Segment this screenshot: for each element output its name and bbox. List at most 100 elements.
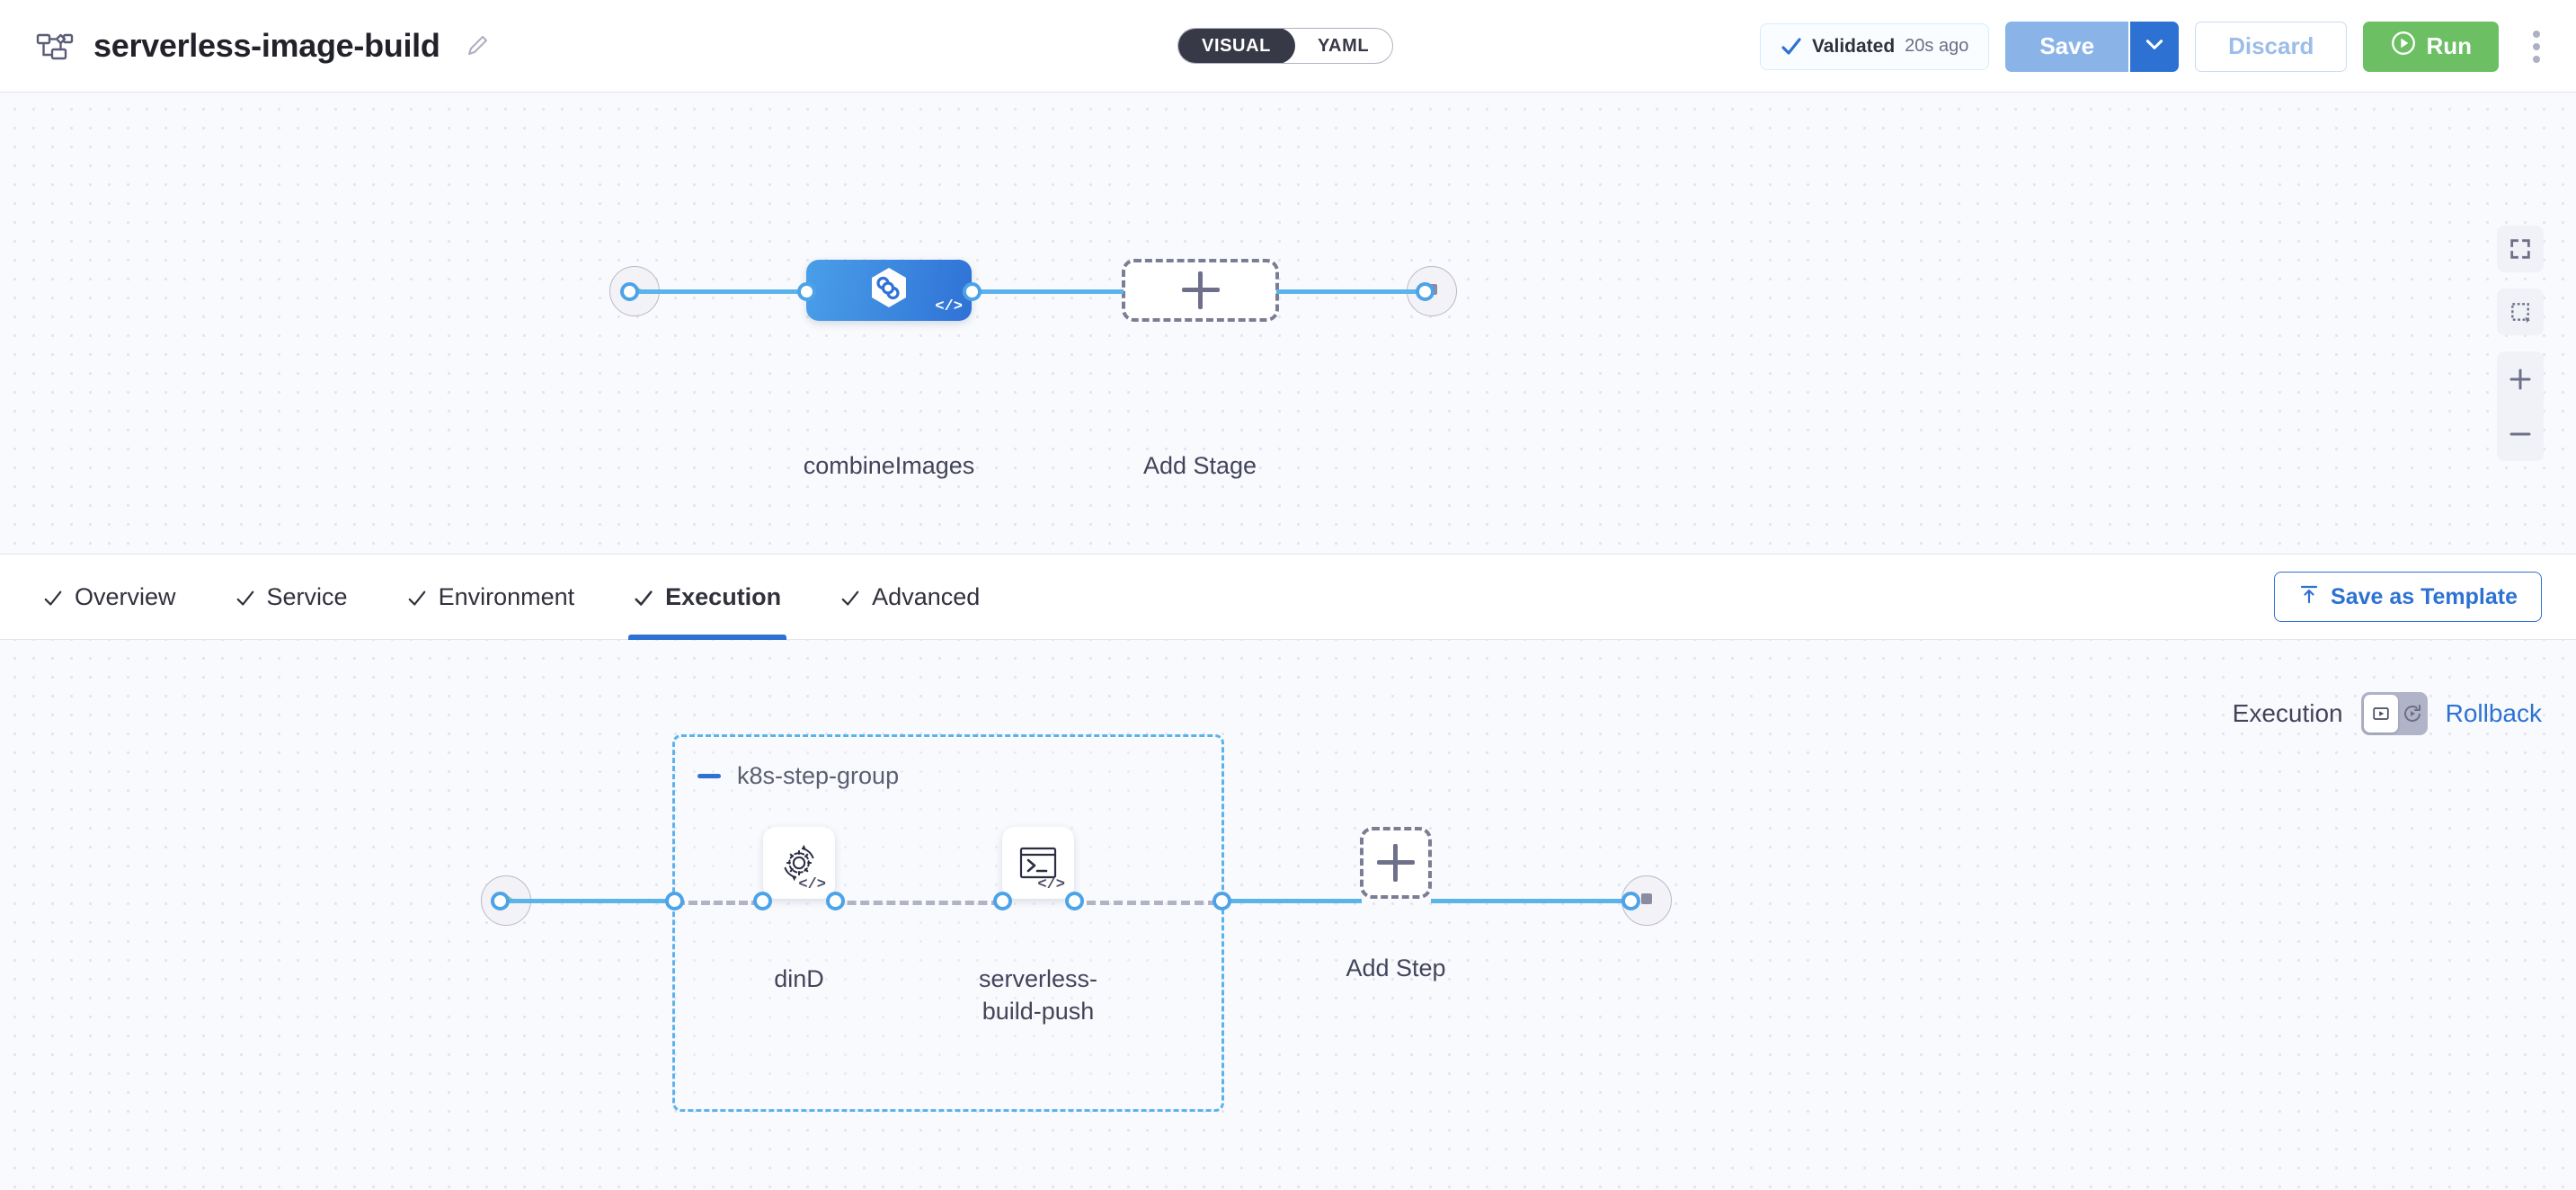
execution-play-box-icon: [2372, 707, 2389, 720]
page-title: serverless-image-build: [93, 27, 440, 64]
kebab-dot: [2533, 42, 2540, 50]
check-icon: [634, 587, 653, 607]
step-group-title: k8s-step-group: [737, 762, 900, 789]
save-dropdown-button[interactable]: [2128, 21, 2180, 72]
mode-visual-button[interactable]: VISUAL: [1178, 29, 1295, 63]
serverless-input-port[interactable]: [993, 892, 1012, 910]
tab-label: Service: [266, 582, 348, 610]
tab-list: Overview Service Environment Execution A…: [0, 554, 985, 640]
check-icon: [235, 587, 255, 607]
edge-addstage-to-end: [1276, 289, 1420, 294]
check-icon: [840, 587, 860, 607]
stepgroup-exit-port[interactable]: [1212, 892, 1231, 910]
selection-box-button[interactable]: [2497, 289, 2544, 335]
execution-end-port[interactable]: [1621, 892, 1640, 910]
tab-service[interactable]: Service: [230, 554, 353, 640]
edge-addstep-to-end: [1431, 899, 1628, 903]
tab-overview[interactable]: Overview: [38, 554, 182, 640]
mode-yaml-button[interactable]: YAML: [1317, 36, 1370, 56]
execution-start-port[interactable]: [491, 892, 510, 910]
plus-icon: [2509, 369, 2531, 389]
dashed-square-icon: [2511, 303, 2530, 324]
combineimages-input-port[interactable]: [797, 282, 816, 301]
zoom-out-button[interactable]: [2497, 406, 2544, 461]
edge-groupexit-to-addstep: [1221, 899, 1362, 903]
tab-environment[interactable]: Environment: [402, 554, 581, 640]
edge-serverless-to-groupexit: [1073, 901, 1217, 905]
ci-hexagon-infinity-icon: [864, 263, 914, 318]
plus-icon: [1181, 271, 1220, 309]
status-badge-validated: Validated 20s ago: [1759, 22, 1990, 70]
add-step-button[interactable]: [1360, 827, 1432, 899]
fit-screen-icon: [2510, 239, 2530, 259]
minus-collapse-icon[interactable]: [697, 774, 721, 778]
check-icon: [407, 587, 427, 607]
combineimages-output-port[interactable]: [963, 282, 982, 301]
header-left-group: serverless-image-build: [0, 26, 491, 66]
zoom-controls[interactable]: [2497, 351, 2544, 461]
step-group-container[interactable]: [672, 734, 1224, 1112]
dind-input-port[interactable]: [753, 892, 772, 910]
run-label: Run: [2426, 32, 2472, 59]
view-mode-toggle-wrap: VISUAL YAML: [1177, 28, 1394, 64]
save-as-template-button[interactable]: Save as Template: [2274, 572, 2542, 622]
plus-icon: [1377, 844, 1415, 882]
execution-mode-knob[interactable]: [2363, 695, 2398, 733]
execution-steps-canvas[interactable]: Execution Rollback: [0, 640, 2576, 1190]
add-step-label: Add Step: [1346, 955, 1446, 981]
tab-label: Overview: [75, 582, 176, 610]
fit-to-screen-button[interactable]: [2497, 226, 2544, 272]
tab-label: Advanced: [872, 582, 981, 610]
step-group-header[interactable]: k8s-step-group: [697, 762, 899, 790]
start-node-port[interactable]: [620, 282, 639, 301]
step-caption-dind: dinD: [774, 965, 824, 992]
save-button-group[interactable]: Save: [2005, 21, 2180, 72]
rollback-mode-label[interactable]: Rollback: [2445, 699, 2542, 727]
step-node-serverless-build-push[interactable]: </>: [1002, 827, 1074, 899]
play-circle-icon: [2390, 30, 2417, 63]
minus-icon: [2509, 432, 2531, 435]
canvas-controls: [2497, 226, 2544, 461]
kebab-dot: [2533, 55, 2540, 63]
stage-caption-combineimages: combineImages: [803, 452, 975, 479]
save-button[interactable]: Save: [2005, 21, 2129, 72]
terminal-shell-icon: [1019, 847, 1057, 879]
edge-start-to-stepgroup: [500, 899, 676, 903]
kebab-dot: [2533, 30, 2540, 38]
validated-timestamp: 20s ago: [1905, 36, 1969, 56]
zoom-in-button[interactable]: [2497, 351, 2544, 406]
code-badge-icon: </>: [1037, 876, 1065, 893]
edge-combineimages-to-addstage: [971, 289, 1124, 294]
step-caption-serverless-build-push: serverless-build-push: [978, 965, 1098, 1025]
pipeline-flow-icon: [34, 26, 74, 66]
edge-start-to-combineimages: [629, 289, 809, 294]
stage-node-combineimages[interactable]: </>: [806, 260, 972, 321]
header-actions: Validated 20s ago Save Discard Run: [1759, 0, 2576, 93]
code-badge-icon: </>: [798, 876, 826, 893]
step-node-dind[interactable]: </>: [763, 827, 835, 899]
tab-execution[interactable]: Execution: [628, 554, 787, 640]
discard-button[interactable]: Discard: [2195, 21, 2348, 72]
run-button[interactable]: Run: [2363, 21, 2499, 72]
stop-square-icon: [1636, 888, 1657, 914]
dind-output-port[interactable]: [826, 892, 845, 910]
view-mode-toggle[interactable]: VISUAL YAML: [1177, 28, 1394, 64]
rollback-mode-slot[interactable]: [2402, 703, 2423, 724]
add-stage-label: Add Stage: [1142, 452, 1257, 479]
more-vertical-icon[interactable]: [2520, 22, 2553, 72]
tab-advanced[interactable]: Advanced: [835, 554, 985, 640]
serverless-output-port[interactable]: [1065, 892, 1084, 910]
stepgroup-entry-port[interactable]: [665, 892, 684, 910]
pipeline-stage-canvas[interactable]: </> combineImages Add Stage: [0, 93, 2576, 554]
tab-label: Environment: [438, 582, 575, 610]
end-node-port[interactable]: [1416, 282, 1435, 301]
template-upload-icon: [2298, 583, 2320, 611]
add-stage-button[interactable]: [1122, 259, 1279, 322]
check-icon: [1781, 36, 1802, 58]
chevron-down-icon: [2143, 32, 2166, 60]
save-as-template-label: Save as Template: [2331, 583, 2518, 609]
execution-rollback-toggle[interactable]: [2360, 692, 2428, 735]
gear-refresh-icon: [784, 844, 814, 882]
validated-label: Validated: [1811, 35, 1896, 57]
pencil-edit-icon[interactable]: [464, 32, 491, 59]
